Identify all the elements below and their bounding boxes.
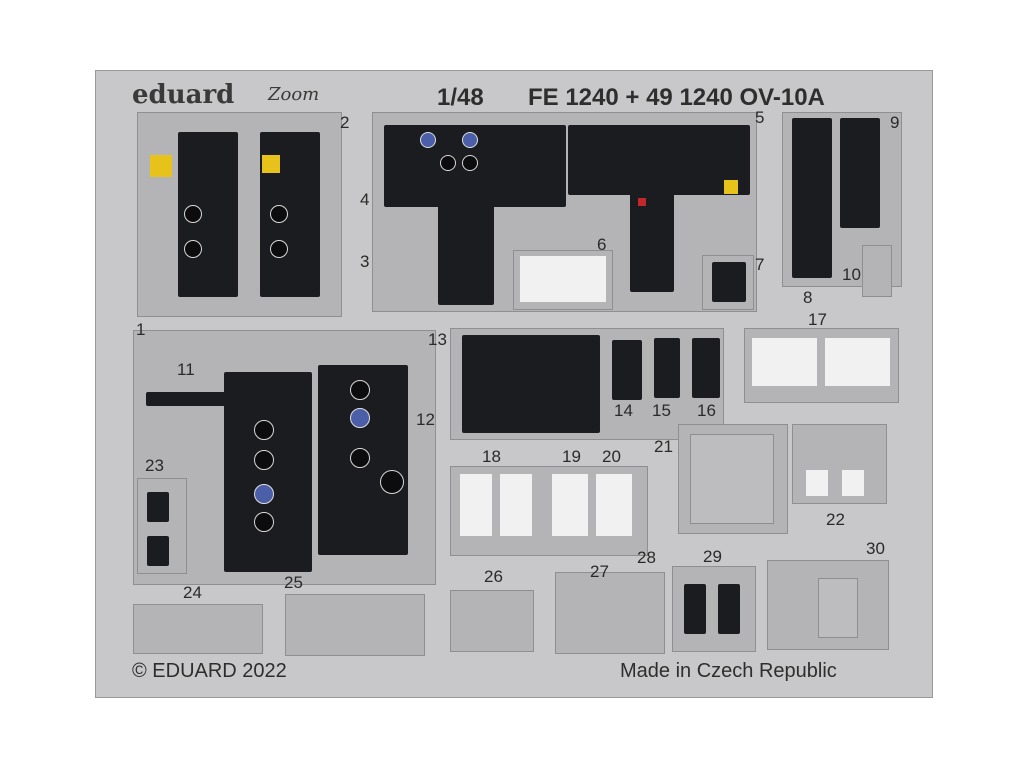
part-number-11: 11 (177, 360, 195, 379)
part-number-10: 10 (842, 265, 861, 284)
part-29-b (718, 584, 740, 634)
part-6-panel (520, 256, 606, 302)
copyright-label: © EDUARD 2022 (132, 660, 287, 682)
part-number-19: 19 (562, 447, 581, 466)
part-4-gauge-1 (440, 155, 456, 171)
part-5-panel-stem (630, 192, 674, 292)
part-27-28-frame (555, 572, 665, 654)
part-13-panel (462, 335, 600, 433)
part-17-right (825, 338, 890, 386)
part-number-20: 20 (602, 447, 621, 466)
origin-label: Made in Czech Republic (620, 660, 837, 682)
part-16-panel (692, 338, 720, 398)
part-number-23: 23 (145, 456, 164, 475)
part-29-a (684, 584, 706, 634)
part-number-27: 27 (590, 562, 609, 581)
part-5-panel-top (568, 125, 750, 195)
part-24-frame (133, 604, 263, 654)
part-number-12: 12 (416, 410, 435, 429)
part-number-13: 13 (428, 330, 447, 349)
part-11-tab (146, 392, 226, 406)
part-4-panel-stem (438, 205, 494, 305)
part-23-a (147, 492, 169, 522)
part-number-25: 25 (284, 573, 303, 592)
part-number-14: 14 (614, 401, 633, 420)
part-5-red-light (638, 198, 646, 206)
part-21-inner (690, 434, 774, 524)
part-5-yellow-placard (724, 180, 738, 194)
part-1-yellow-placard (150, 155, 172, 177)
part-1-gauge-a (184, 205, 202, 223)
part-number-8: 8 (803, 288, 813, 307)
part-11-gauge-1 (254, 420, 274, 440)
part-10-frame (862, 245, 892, 297)
part-number-3: 3 (360, 252, 370, 271)
part-18-a (460, 474, 492, 536)
part-4-gauge-blue-2 (462, 132, 478, 148)
part-number-29: 29 (703, 547, 722, 566)
part-2-yellow-placard (262, 155, 280, 173)
part-number-22: 22 (826, 510, 845, 529)
part-number-26: 26 (484, 567, 503, 586)
part-number-4: 4 (360, 190, 370, 209)
part-number-28: 28 (637, 548, 656, 567)
part-17-left (752, 338, 817, 386)
part-9-panel (840, 118, 880, 228)
part-11-gauge-3 (254, 512, 274, 532)
scale-label: 1/48 (437, 84, 484, 111)
part-4-gauge-blue-1 (420, 132, 436, 148)
product-code: FE 1240 + 49 1240 OV-10A (528, 84, 825, 111)
part-number-30: 30 (866, 539, 885, 558)
part-number-24: 24 (183, 583, 202, 602)
part-26-frame (450, 590, 534, 652)
part-22-a (806, 470, 828, 496)
part-number-5: 5 (755, 108, 765, 127)
part-number-18: 18 (482, 447, 501, 466)
part-2-gauge-b (270, 240, 288, 258)
part-15-panel (654, 338, 680, 398)
part-11-panel (224, 372, 312, 572)
part-25-frame (285, 594, 425, 656)
part-number-21: 21 (654, 437, 673, 456)
part-number-15: 15 (652, 401, 671, 420)
part-12-gauge-blue (350, 408, 370, 428)
part-number-16: 16 (697, 401, 716, 420)
part-22-b (842, 470, 864, 496)
part-number-6: 6 (597, 235, 607, 254)
brand-logo: eduard (132, 80, 235, 110)
part-18-b (500, 474, 532, 536)
part-number-9: 9 (890, 113, 900, 132)
part-11-gauge-blue (254, 484, 274, 504)
part-1-gauge-b (184, 240, 202, 258)
part-8-panel (792, 118, 832, 278)
part-12-gauge-2 (350, 448, 370, 468)
part-7-panel (712, 262, 746, 302)
brand-sub-logo: Zoom (268, 84, 320, 105)
part-12-gauge-1 (350, 380, 370, 400)
part-19 (552, 474, 588, 536)
part-number-2: 2 (340, 113, 350, 132)
part-number-7: 7 (755, 255, 765, 274)
part-20 (596, 474, 632, 536)
part-number-1: 1 (136, 320, 146, 339)
part-11-gauge-2 (254, 450, 274, 470)
part-23-b (147, 536, 169, 566)
part-2-gauge-a (270, 205, 288, 223)
part-14-panel (612, 340, 642, 400)
part-30-inner (818, 578, 858, 638)
part-12-gauge-3 (380, 470, 404, 494)
part-number-17: 17 (808, 310, 827, 329)
part-4-gauge-2 (462, 155, 478, 171)
